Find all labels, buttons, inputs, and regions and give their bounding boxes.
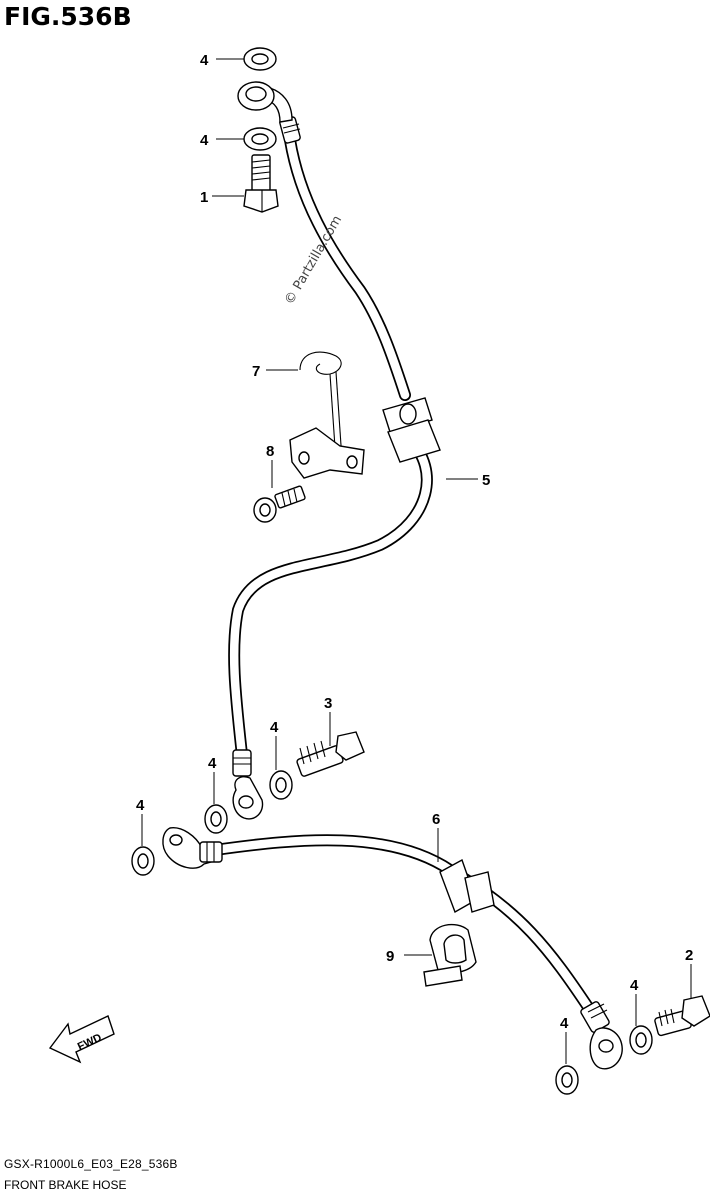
washer[interactable] [243, 127, 277, 151]
union-bolt-1[interactable] [243, 154, 279, 213]
callout-3[interactable]: 3 [324, 695, 332, 712]
washer[interactable] [204, 804, 228, 834]
callout-4[interactable]: 4 [200, 52, 209, 69]
washer-group [131, 47, 653, 1095]
figure-code: GSX-R1000L6_E03_E28_536B [4, 1157, 178, 1171]
callout-2[interactable]: 2 [685, 947, 693, 964]
callout-4[interactable]: 4 [630, 977, 639, 994]
callout-4[interactable]: 4 [560, 1015, 569, 1032]
callout-6[interactable]: 6 [432, 811, 440, 828]
upper-brake-hose[interactable] [228, 81, 441, 820]
leader-lines [141, 58, 692, 1064]
callout-9[interactable]: 9 [386, 948, 394, 965]
callout-1[interactable]: 1 [200, 189, 208, 206]
washer[interactable] [131, 846, 155, 876]
lower-brake-hose[interactable] [162, 827, 623, 1070]
washer[interactable] [555, 1065, 579, 1095]
callout-5[interactable]: 5 [482, 472, 490, 489]
hose-clamp-bracket[interactable] [289, 351, 365, 479]
callout-4[interactable]: 4 [208, 755, 217, 772]
callout-7[interactable]: 7 [252, 363, 260, 380]
fwd-arrow-icon: FWD [48, 1015, 115, 1064]
callout-8[interactable]: 8 [266, 443, 274, 460]
washer[interactable] [269, 770, 293, 800]
callout-4[interactable]: 4 [200, 132, 209, 149]
figure-name: FRONT BRAKE HOSE [4, 1178, 127, 1192]
washer[interactable] [243, 47, 277, 71]
washer[interactable] [629, 1025, 653, 1055]
callout-4[interactable]: 4 [136, 797, 145, 814]
callout-4[interactable]: 4 [270, 719, 279, 736]
union-bolt-3[interactable] [296, 731, 365, 777]
hose-clamp-9[interactable] [423, 923, 477, 987]
union-bolt-2[interactable] [654, 995, 710, 1037]
bolt-8[interactable] [253, 485, 306, 523]
figure-title: FIG.536B [4, 2, 132, 31]
callout-labels: 4 4 1 7 8 5 3 4 4 4 6 9 2 4 4 [136, 52, 693, 1032]
